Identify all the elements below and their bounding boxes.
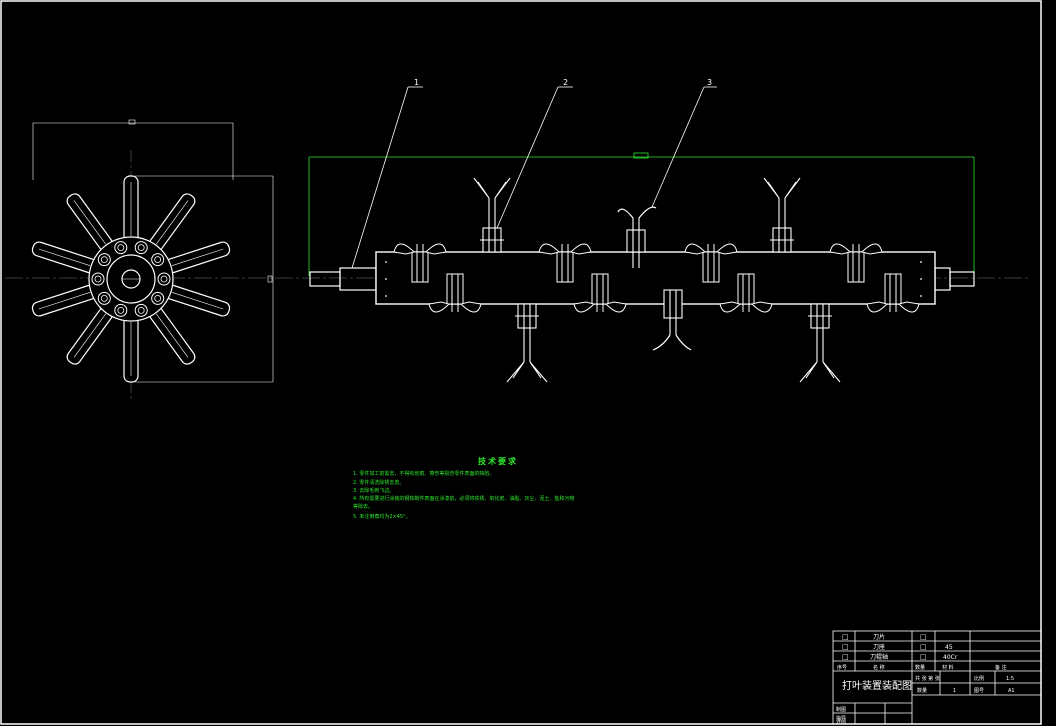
part-name: 刀辊轴: [870, 653, 888, 661]
callout-1: 1: [351, 78, 423, 269]
bolt-hole: [157, 272, 171, 286]
bolt-hole: [134, 241, 148, 255]
callout-label-1: 1: [414, 78, 419, 87]
end-view: [31, 119, 274, 400]
title-block: [832, 630, 1042, 725]
blade-holder-lower-center: [652, 289, 692, 351]
blade-holder-center: [617, 206, 657, 268]
bolt-hole: [114, 303, 128, 317]
part-material: 45: [945, 644, 953, 651]
title-block-text: □ 刀片 □ □ 刀座 □ 45 □ 刀辊轴 □ 40Cr 序号 名 称 数量 …: [836, 633, 1015, 725]
part-qty: □: [920, 653, 927, 661]
bolt-hole: [97, 291, 111, 305]
review-label: 评阅: [836, 718, 846, 725]
part-no: □: [842, 633, 849, 641]
blade-holder-v: [473, 177, 511, 253]
bolt-hole: [114, 241, 128, 255]
blade-holder-wing: [428, 273, 482, 313]
blade-holder-v: [763, 177, 801, 253]
scale-label: 比例: [974, 675, 984, 682]
bolt-hole: [151, 253, 165, 267]
blade-holder-wing: [538, 243, 592, 283]
part-no: □: [842, 653, 849, 661]
callout-label-3: 3: [707, 78, 712, 87]
sheet-label: 共 张 第 张: [915, 675, 940, 682]
roller-drum: [375, 251, 936, 305]
qty-value: 1: [953, 688, 956, 694]
part-name: 刀片: [873, 633, 885, 641]
blade-holder-wing: [393, 243, 447, 283]
tech-req-item: 等除去。: [353, 503, 373, 510]
shaft-right-end: [934, 267, 951, 291]
callout-3: 3: [651, 78, 717, 208]
part-qty: □: [920, 633, 927, 641]
shaft-left-end: [309, 271, 341, 287]
drawn-label: 制图: [836, 706, 846, 713]
header-seq: 序号: [837, 664, 847, 671]
blade-holder-v: [799, 303, 841, 383]
bolt-hole: [97, 253, 111, 267]
drawing-title: 打叶装置装配图: [842, 679, 912, 692]
blade-holder-wing: [573, 273, 627, 313]
blade-holders: [393, 177, 920, 383]
tech-req-item: 1. 零件加工前需去，不得有划痕、擦伤等损伤零件表面的缺陷。: [353, 470, 494, 477]
blade-holder-wing: [684, 243, 738, 283]
bolt-hole: [134, 303, 148, 317]
technical-requirements: 技术要求 1. 零件加工前需去，不得有划痕、擦伤等损伤零件表面的缺陷。 2. 零…: [353, 456, 574, 520]
tech-req-item: 3. 去除毛刺飞边。: [353, 487, 394, 494]
qty-label: 数量: [917, 687, 927, 694]
blade-holder-wing: [866, 273, 920, 313]
callout-2: 2: [496, 78, 573, 229]
part-qty: □: [920, 643, 927, 651]
header-remark: 备 注: [995, 664, 1007, 671]
dwg-no-label: 图号: [974, 688, 984, 694]
blade-holder-wing: [719, 273, 773, 313]
check-label: 指导: [836, 715, 846, 722]
scale-value: 1:5: [1006, 676, 1014, 682]
radial-blade: [164, 241, 231, 274]
radial-blade: [123, 315, 139, 383]
tech-req-item: 2. 零件清洗除锈去皮。: [353, 479, 404, 486]
radial-blade: [31, 284, 98, 317]
bolt-hole: [91, 272, 105, 286]
tech-req-title: 技术要求: [478, 456, 518, 466]
radial-blade: [164, 284, 231, 317]
header-qty: 数量: [915, 664, 925, 671]
part-name: 刀座: [873, 643, 885, 651]
front-view: [308, 152, 975, 383]
header-material: 材 料: [942, 664, 954, 671]
blade-holder-wing: [829, 243, 883, 283]
radial-blade: [123, 175, 139, 243]
dwg-no-value: A1: [1008, 688, 1015, 694]
part-no: □: [842, 643, 849, 651]
callout-label-2: 2: [563, 78, 568, 87]
tech-req-item: 5. 未注倒角均为2×45°。: [353, 513, 411, 520]
bolt-hole: [151, 291, 165, 305]
tech-req-item: 4. 所有需要进行涂装的钢铁制件表面在涂漆前，必须将铁锈、氧化皮、油脂、灰尘、泥…: [353, 495, 574, 502]
header-name: 名 称: [873, 664, 885, 671]
hub-bolt-holes: [91, 241, 171, 317]
radial-blade: [31, 241, 98, 274]
part-material: 40Cr: [943, 654, 958, 661]
blade-holder-v: [506, 303, 548, 383]
